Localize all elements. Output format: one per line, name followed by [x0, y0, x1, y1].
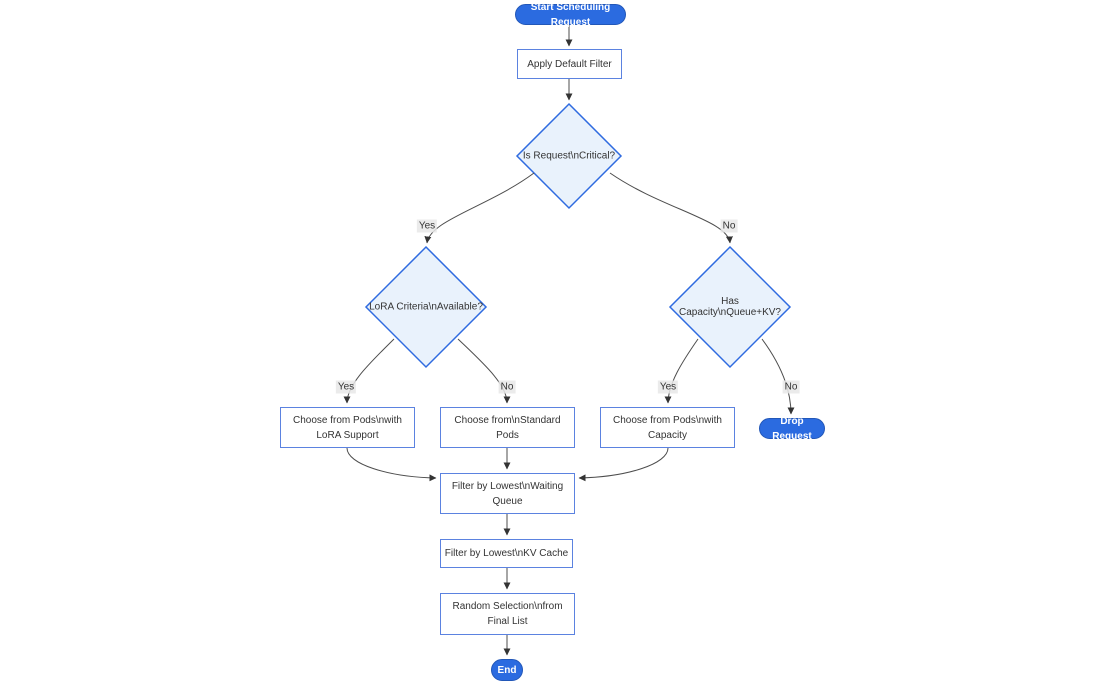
decision-diamond-has-capacity — [668, 245, 792, 369]
decision-diamond-is-critical — [515, 102, 623, 210]
edge-capacity-yes — [664, 338, 699, 404]
edge-label-capacity-yes: Yes — [657, 380, 679, 394]
node-filter-lowest-kv-cache: Filter by Lowest\nKV Cache — [440, 539, 573, 568]
node-apply-default-filter: Apply Default Filter — [517, 49, 622, 79]
edge-is-critical-no — [609, 172, 733, 244]
edge-choose-capacity-to-filter-queue — [578, 447, 669, 482]
node-random-selection-final-list: Random Selection\nfrom Final List — [440, 593, 575, 635]
edge-is-critical-yes — [424, 172, 535, 244]
node-choose-pods-capacity: Choose from Pods\nwith Capacity — [600, 407, 735, 448]
node-has-capacity-queue-kv: Has Capacity\nQueue+KV? — [678, 296, 781, 318]
edge-label-lora-yes: Yes — [335, 380, 357, 394]
decision-diamond-lora-criteria — [364, 245, 488, 369]
edge-label-is-critical-yes: Yes — [416, 219, 438, 233]
edge-label-capacity-no: No — [782, 380, 800, 394]
node-choose-standard-pods: Choose from\nStandard Pods — [440, 407, 575, 448]
edge-choose-lora-to-filter-queue — [346, 447, 437, 482]
node-choose-pods-lora-support: Choose from Pods\nwith LoRA Support — [280, 407, 415, 448]
edge-lora-yes — [343, 338, 395, 404]
edge-label-is-critical-no: No — [720, 219, 738, 233]
node-end: End — [491, 659, 523, 681]
node-drop-request: Drop Request — [759, 416, 825, 442]
edge-lora-no — [457, 338, 511, 404]
edge-label-lora-no: No — [498, 380, 516, 394]
edge-capacity-no — [761, 338, 795, 415]
node-is-request-critical: Is Request\nCritical? — [522, 150, 616, 162]
node-lora-criteria-available: LoRA Criteria\nAvailable? — [369, 301, 483, 313]
node-filter-lowest-waiting-queue: Filter by Lowest\nWaiting Queue — [440, 473, 575, 514]
node-start: Start Scheduling Request — [515, 2, 626, 28]
